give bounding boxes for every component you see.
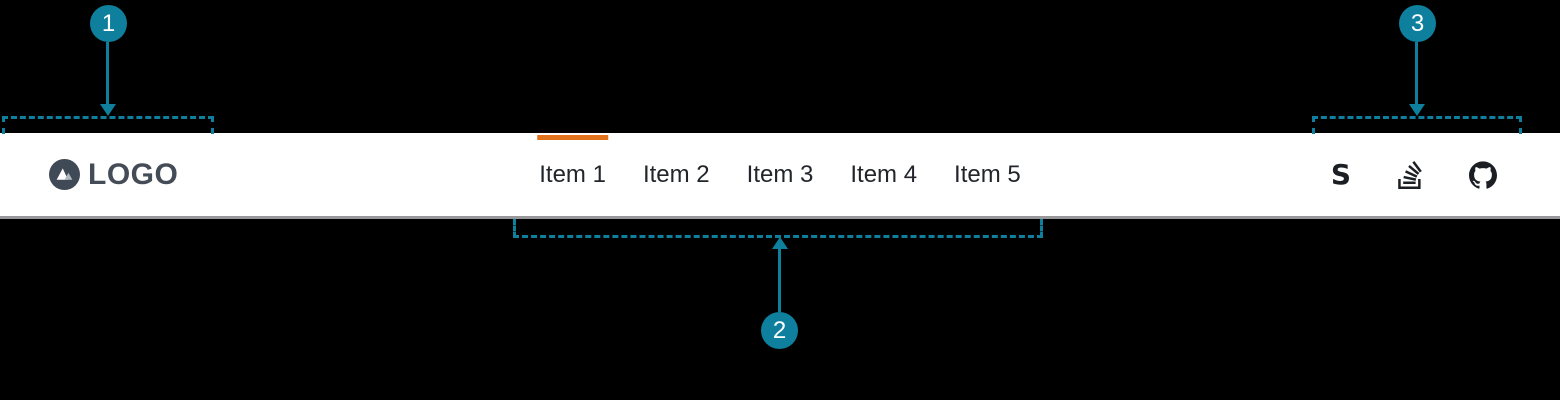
nav-item-label: Item 4 [850, 160, 918, 188]
nav-item-3[interactable]: Item 3 [747, 133, 814, 216]
annotation-region-nav-items [513, 219, 1043, 238]
social-icons: S [1331, 133, 1497, 216]
stackoverflow-icon[interactable] [1396, 160, 1424, 189]
annotation-arrowhead-3 [1409, 104, 1425, 116]
annotation-arrowhead-1 [100, 104, 116, 116]
navbar: LOGO Item 1 Item 2 Item 3 Item 4 Item 5 … [0, 133, 1560, 219]
nav-item-1[interactable]: Item 1 [537, 133, 608, 216]
s-logo-icon[interactable]: S [1330, 157, 1351, 191]
annotation-arrow-2 [778, 248, 781, 312]
github-icon[interactable] [1469, 160, 1497, 189]
nav-item-4[interactable]: Item 4 [850, 133, 917, 216]
nav-links: Item 1 Item 2 Item 3 Item 4 Item 5 [537, 133, 1021, 216]
nav-item-label: Item 1 [539, 160, 606, 188]
annotation-arrow-1 [106, 42, 109, 105]
active-tab-indicator [537, 135, 608, 140]
annotation-arrow-3 [1415, 42, 1418, 105]
annotation-badge-3: 3 [1399, 5, 1436, 42]
nav-item-label: Item 2 [642, 160, 710, 188]
logo[interactable]: LOGO [49, 133, 178, 216]
annotation-badge-1: 1 [90, 5, 127, 42]
logo-text: LOGO [88, 157, 179, 191]
annotation-region-icons [1312, 116, 1522, 134]
nav-item-2[interactable]: Item 2 [643, 133, 710, 216]
annotation-badge-2: 2 [761, 312, 798, 349]
annotation-arrowhead-2 [772, 237, 788, 249]
nav-item-label: Item 5 [954, 160, 1021, 188]
nav-item-5[interactable]: Item 5 [954, 133, 1021, 216]
annotation-region-logo [2, 116, 214, 134]
nav-item-label: Item 3 [746, 160, 814, 188]
mountain-logo-icon [49, 159, 80, 190]
